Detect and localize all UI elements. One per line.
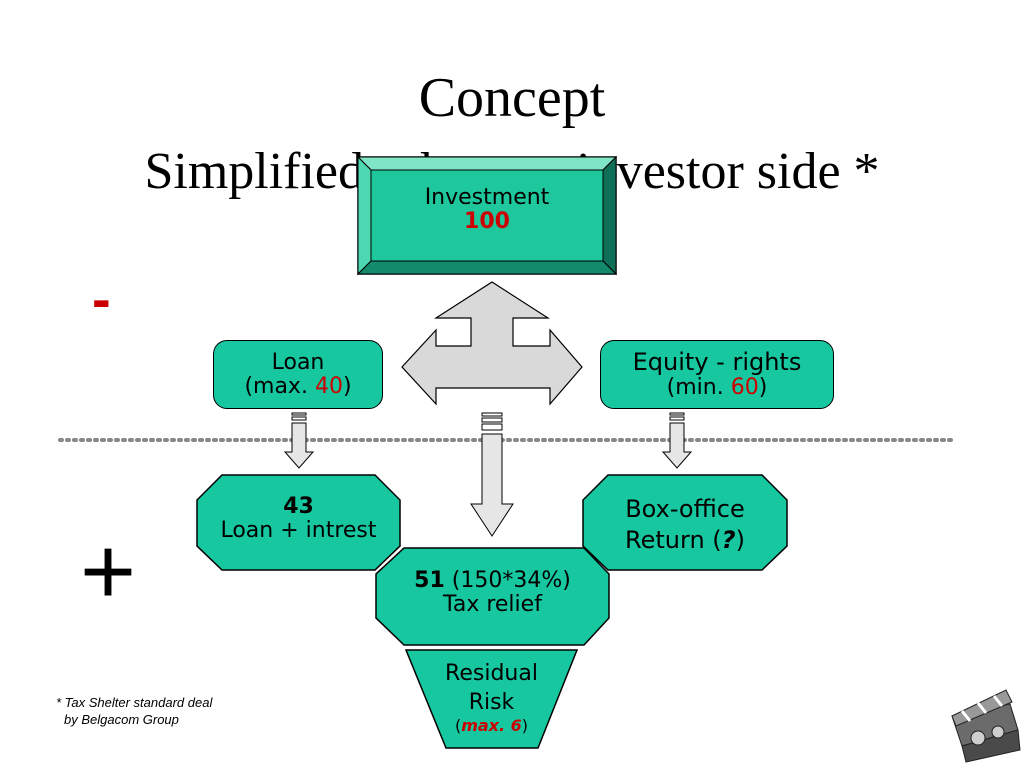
loan-label: Loan bbox=[271, 349, 325, 375]
tax-relief-line1: 51 (150*34%) bbox=[376, 569, 609, 593]
box-office-line1: Box-office bbox=[625, 495, 745, 523]
tax-relief-value: 51 bbox=[414, 568, 445, 593]
octagon-tax-relief bbox=[375, 547, 610, 646]
equity-min-suffix: ) bbox=[758, 375, 768, 400]
minus-sign: - bbox=[92, 267, 111, 330]
equity-min-value: 60 bbox=[730, 375, 759, 400]
residual-max: (max. 6) bbox=[406, 717, 577, 735]
residual-max-label: max. bbox=[461, 716, 511, 735]
loan-return-text: 43 Loan + intrest bbox=[197, 495, 400, 543]
loan-box: Loan (max. 40) bbox=[213, 340, 383, 409]
residual-max-value: 6 bbox=[510, 716, 522, 735]
trapezoid-residual-risk bbox=[404, 649, 579, 749]
box-office-return-prefix: Return ( bbox=[625, 526, 722, 554]
octagon-box-office bbox=[582, 474, 788, 571]
residual-line1: Residual bbox=[445, 661, 538, 686]
footnote-line1: * Tax Shelter standard deal bbox=[56, 695, 213, 710]
box-office-return-suffix: ) bbox=[735, 526, 745, 554]
tax-relief-label: Tax relief bbox=[443, 592, 542, 617]
loan-max: (max. 40) bbox=[244, 373, 352, 399]
clapperboard-logo-icon bbox=[951, 689, 1021, 763]
residual-prefix: ( bbox=[454, 716, 462, 735]
investment-label: Investment bbox=[424, 185, 550, 210]
loan-max-suffix: ) bbox=[342, 373, 352, 399]
loan-max-value: 40 bbox=[314, 373, 343, 399]
down-arrow-equity-icon bbox=[661, 412, 693, 469]
title-line-1: Concept bbox=[418, 67, 606, 129]
box-office-text: Box-office Return (?) bbox=[583, 494, 787, 556]
footnote: * Tax Shelter standard deal by Belgacom … bbox=[56, 694, 212, 728]
equity-label: Equity - rights bbox=[632, 348, 802, 376]
equity-box: Equity - rights (min. 60) bbox=[600, 340, 834, 409]
down-arrow-loan-icon bbox=[283, 412, 315, 469]
tax-relief-text: 51 (150*34%) Tax relief bbox=[376, 569, 609, 617]
equity-min-prefix: (min. bbox=[666, 375, 731, 400]
tax-relief-formula: (150*34%) bbox=[451, 568, 571, 593]
loan-return-label: Loan + intrest bbox=[220, 518, 377, 543]
residual-risk-text: Residual Risk (max. 6) bbox=[406, 659, 577, 735]
residual-suffix: ) bbox=[521, 716, 529, 735]
investment-box-bevel bbox=[356, 155, 618, 276]
three-way-arrow-icon bbox=[401, 281, 583, 406]
down-arrow-center-icon bbox=[470, 412, 514, 537]
residual-line2: Risk bbox=[468, 690, 515, 715]
loan-max-prefix: (max. bbox=[244, 373, 315, 399]
plus-sign: + bbox=[80, 518, 137, 625]
octagon-loan-return bbox=[196, 474, 401, 571]
equity-min: (min. 60) bbox=[667, 376, 768, 400]
footnote-line2: by Belgacom Group bbox=[64, 712, 179, 727]
box-office-line2: Return (?) bbox=[583, 525, 787, 556]
investment-value: 100 bbox=[464, 209, 510, 234]
investment-box: Investment 100 bbox=[371, 186, 603, 234]
loan-return-value: 43 bbox=[283, 494, 314, 519]
box-office-return-value: ? bbox=[721, 526, 736, 554]
